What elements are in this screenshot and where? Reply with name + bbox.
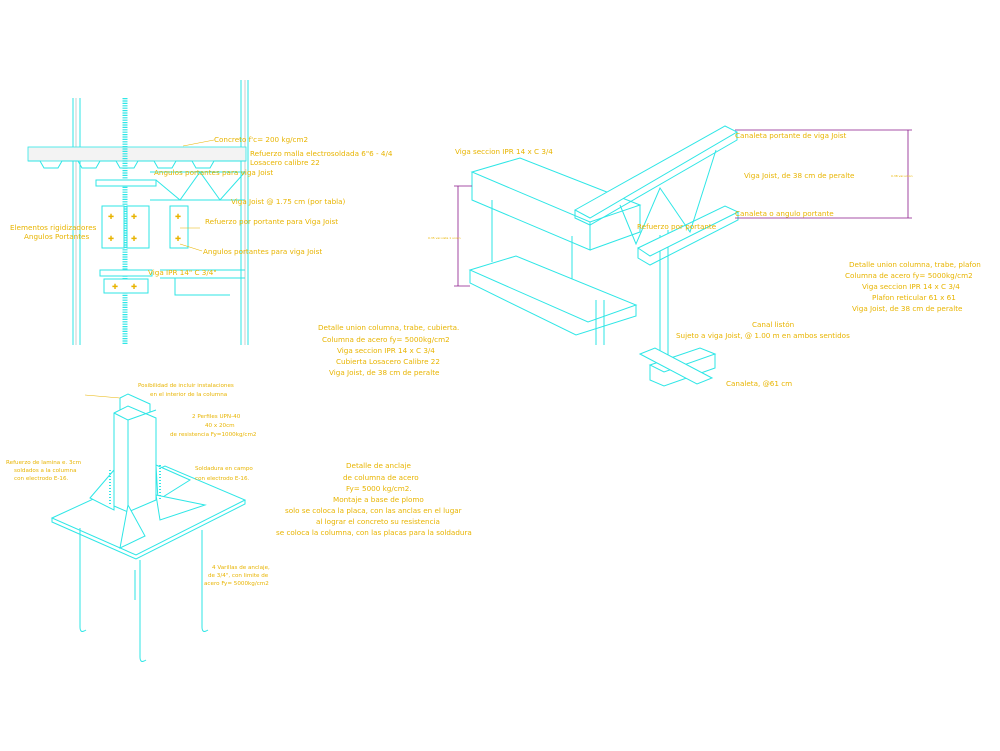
detail1-caption-2: Columna de acero fy= 5000kg/cm2 [322, 335, 450, 344]
detail2-caption-4: Montaje a base de plomo [333, 495, 424, 504]
dim-right: 0.38 var.union [891, 174, 913, 178]
svg-text:✚: ✚ [131, 282, 137, 291]
detail-beam-joist-ceiling [454, 125, 912, 387]
label-reinforcement: Refuerzo por portante para Viga Joist [205, 217, 338, 226]
label-bearing-angle: Canaleta o angulo portante [735, 209, 834, 218]
detail1-caption-1: Detalle union columna, trabe, cubierta. [318, 323, 459, 332]
detail-column-beam-deck: ✚ ✚ ✚ ✚ ✚ ✚ ✚ ✚ [27, 80, 249, 345]
detail3-caption-5: Viga Joist, de 38 cm de peralte [852, 304, 963, 313]
detail2-caption-7: se coloca la columna, con las placas par… [276, 528, 472, 537]
label-anchor-2: de 3/4", con limite de [208, 573, 269, 579]
label-channel-spacing: Canaleta, @61 cm [726, 379, 792, 388]
label-angles-bottom: Angulos portantes para viga Joist [203, 247, 322, 256]
label-upn-3: de resistencia Fy=1000kg/cm2 [170, 432, 256, 438]
detail2-caption-2: de columna de acero [343, 473, 419, 482]
label-deck: Losacero calibre 22 [250, 158, 320, 167]
label-weld-1: Soldadura en campo [195, 466, 253, 472]
label-ipr-section: Viga seccion IPR 14 x C 3/4 [455, 147, 553, 156]
svg-text:✚: ✚ [108, 234, 114, 243]
svg-text:✚: ✚ [131, 212, 137, 221]
detail1-caption-3: Viga seccion IPR 14 x C 3/4 [337, 346, 435, 355]
label-anchor-3: acero Fy= 5000kg/cm2 [204, 581, 269, 587]
label-angles: Angulos Portantes [24, 232, 89, 241]
svg-text:✚: ✚ [131, 234, 137, 243]
label-plate-2: soldados a la columna [14, 468, 77, 474]
label-weld-2: con electrodo E-16. [195, 476, 250, 482]
stiffener-plate-right [126, 205, 150, 249]
detail3-caption-1: Detalle union columna, trabe, plafon [849, 260, 981, 269]
detail3-caption-4: Plafon reticular 61 x 61 [872, 293, 956, 302]
label-upn-1: 2 Perfiles UPN-40 [192, 414, 241, 420]
detail1-labels: Concreto f'c= 200 kg/cm2 Refuerzo malla … [10, 135, 459, 377]
stiffener-plate-left [101, 205, 125, 249]
detail2-caption-3: Fy= 5000 kg/cm2. [346, 484, 412, 493]
concrete-slab [27, 146, 247, 162]
svg-text:✚: ✚ [175, 212, 181, 221]
svg-text:✚: ✚ [175, 234, 181, 243]
detail2-caption-5: solo se coloca la placa, con las anclas … [285, 506, 462, 515]
detail3-caption-2: Columna de acero fy= 5000kg/cm2 [845, 271, 973, 280]
label-bearing-reinforcement: Refuerzo por portante [637, 222, 717, 231]
label-concrete: Concreto f'c= 200 kg/cm2 [214, 135, 308, 144]
label-channel-lath: Canal listón [752, 320, 794, 329]
detail3-caption-3: Viga seccion IPR 14 x C 3/4 [862, 282, 960, 291]
detail1-caption-5: Viga Joist, de 38 cm de peralte [329, 368, 440, 377]
label-ipr-beam: Viga IPR 14" C 3/4" [148, 268, 217, 277]
svg-text:✚: ✚ [112, 282, 118, 291]
detail1-caption-4: Cubierta Losacero Calibre 22 [336, 357, 440, 366]
svg-text:✚: ✚ [108, 212, 114, 221]
label-joist-spacing: Viga Joist @ 1.75 cm (por tabla) [231, 197, 346, 206]
label-plate-1: Refuerzo de lamina e. 3cm [6, 460, 81, 466]
label-upn-2: 40 x 20cm [205, 423, 235, 429]
label-joist-depth: Viga Joist, de 38 cm de peralte [744, 171, 855, 180]
label-installations-1: Posibilidad de incluir instalaciones [138, 383, 234, 389]
label-plate-3: con electrodo E-16. [14, 476, 69, 482]
label-hanger: Sujeto a viga Joist, @ 1.00 m en ambos s… [676, 331, 850, 340]
detail2-caption-6: al lograr el concreto su resistencia [316, 517, 440, 526]
label-angles-top: Angulos portantes para viga Joist [154, 168, 273, 177]
detail2-caption-1: Detalle de anclaje [346, 461, 411, 470]
label-installations-2: en el interior de la columna [150, 392, 227, 398]
label-anchor-1: 4 Varillas de anclaje, [212, 565, 270, 571]
label-mesh: Refuerzo malla electrosoldada 6"6 - 4/4 [250, 149, 393, 158]
detail2-labels: Posibilidad de incluir instalaciones en … [6, 383, 472, 587]
label-joist-channel: Canaleta portante de viga Joist [735, 131, 847, 140]
label-stiffeners: Elementos rigidizadores [10, 223, 97, 232]
detail-column-base [50, 393, 247, 662]
dim-left: 0.35 var.vista 1 union [428, 236, 461, 240]
detail3-labels: Viga seccion IPR 14 x C 3/4 Canaleta por… [428, 131, 981, 388]
